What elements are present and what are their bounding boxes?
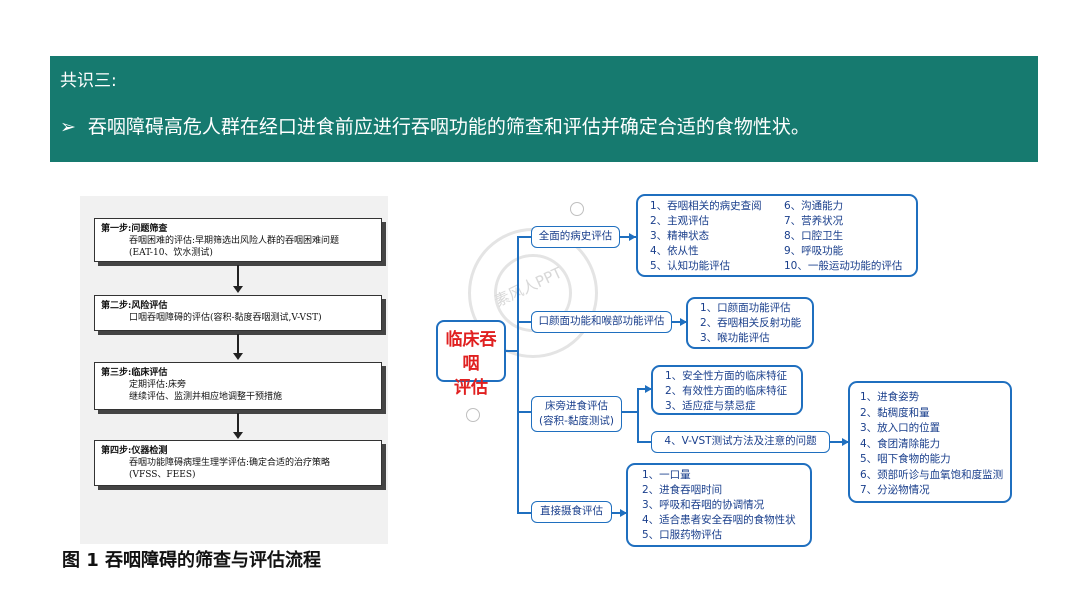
mindmap-root: 临床吞咽 评估	[436, 320, 506, 398]
flow-arrow-line	[237, 265, 239, 287]
vvst-label: 4、V-VST测试方法及注意的问题	[651, 431, 830, 453]
list-item: 7、分泌物情况	[860, 484, 930, 496]
branch-history-label: 全面的病史评估	[531, 226, 620, 248]
list-item: 2、黏稠度和量	[860, 406, 930, 419]
decor-circle-icon	[570, 202, 584, 216]
flow-step-title: 第一步:问题筛查	[101, 224, 168, 234]
list-item: 1、进食姿势	[860, 391, 920, 403]
list-item: 6、颈部听诊与血氧饱和度监测	[860, 468, 1004, 481]
banner-bullet: ➢ 吞咽障碍高危人群在经口进食前应进行吞咽功能的筛查和评估并确定合适的食物性状。	[60, 112, 810, 139]
flow-step-line: 定期评估:床旁	[129, 380, 187, 390]
connector	[830, 441, 848, 443]
branch-oral-label: 口颜面功能和喉部功能评估	[531, 311, 672, 333]
connector-arrow-icon	[620, 509, 627, 517]
list-item: 10、一般运动功能的评估	[784, 260, 903, 272]
list-item: 7、营养状况	[784, 215, 844, 227]
flow-arrow-head	[233, 353, 243, 360]
flow-arrow-line	[237, 413, 239, 433]
list-item: 4、食团清除能力	[860, 437, 941, 450]
root-line: 评估	[454, 378, 488, 398]
list-item: 3、喉功能评估	[700, 332, 770, 344]
list-item: 3、适应症与禁忌症	[665, 400, 756, 412]
oral-items-box: 1、口颜面功能评估 2、吞咽相关反射功能 3、喉功能评估	[686, 297, 814, 349]
connector	[517, 321, 531, 323]
list-item: 2、主观评估	[650, 215, 710, 227]
flow-step-line: 继续评估、监测并相应地调整干预措施	[129, 392, 283, 402]
connector	[517, 512, 531, 514]
arrow-bullet-icon: ➢	[60, 116, 76, 138]
list-item: 2、进食吞咽时间	[642, 484, 723, 496]
flow-step-line: 口咽吞咽障碍的评估(容积-黏度吞咽测试,V-VST)	[129, 313, 322, 323]
branch-direct-label: 直接摄食评估	[531, 501, 612, 523]
consensus-banner: 共识三: ➢ 吞咽障碍高危人群在经口进食前应进行吞咽功能的筛查和评估并确定合适的食…	[50, 56, 1038, 162]
list-item: 5、口服药物评估	[642, 529, 723, 541]
branch-bedside-label: 床旁进食评估 (容积-黏度测试)	[531, 396, 622, 432]
connector	[637, 441, 651, 443]
branch-bedside-line: (容积-黏度测试)	[539, 415, 614, 427]
flow-step-4: 第四步:仪器检测 吞咽功能障碍病理生理学评估:确定合适的治疗策略 (VFSS、F…	[94, 440, 382, 486]
connector-arrow-icon	[842, 438, 849, 446]
flow-step-2: 第二步:风险评估 口咽吞咽障碍的评估(容积-黏度吞咽测试,V-VST)	[94, 295, 382, 331]
connector	[517, 411, 531, 413]
decor-circle-icon	[466, 408, 480, 422]
direct-items-box: 1、一口量 2、进食吞咽时间 3、呼吸和吞咽的协调情况 4、适合患者安全吞咽的食…	[626, 463, 812, 547]
list-item: 3、放入口的位置	[860, 422, 941, 434]
list-item: 6、沟通能力	[784, 200, 844, 212]
flow-step-line: 吞咽功能障碍病理生理学评估:确定合适的治疗策略	[129, 458, 331, 468]
flow-arrow-head	[233, 432, 243, 439]
flow-step-title: 第二步:风险评估	[101, 301, 168, 311]
list-item: 3、呼吸和吞咽的协调情况	[642, 499, 765, 511]
connector	[517, 236, 519, 514]
list-item: 1、吞咽相关的病史查阅	[650, 200, 762, 212]
list-item: 2、吞咽相关反射功能	[700, 317, 802, 329]
flow-arrow-line	[237, 334, 239, 354]
list-item: 5、咽下食物的能力	[860, 453, 951, 465]
branch-bedside-line: 床旁进食评估	[545, 400, 608, 412]
vvst-items-box: 1、进食姿势 2、黏稠度和量 3、放入口的位置 4、食团清除能力 5、咽下食物的…	[848, 381, 1012, 503]
list-item: 1、安全性方面的临床特征	[665, 370, 788, 382]
connector	[637, 388, 651, 390]
flow-step-line: 吞咽困难的评估:早期筛选出风险人群的吞咽困难问题	[129, 236, 340, 246]
list-item: 2、有效性方面的临床特征	[665, 385, 788, 397]
banner-heading: 共识三:	[60, 71, 117, 91]
flow-step-line: (VFSS、FEES)	[129, 470, 196, 480]
connector-arrow-icon	[645, 385, 652, 393]
connector	[517, 236, 531, 238]
list-item: 9、呼吸功能	[784, 245, 844, 257]
figure-caption: 图 1 吞咽障碍的筛查与评估流程	[62, 550, 322, 571]
list-item: 8、口腔卫生	[784, 230, 844, 242]
connector-arrow-icon	[629, 233, 636, 241]
history-items-box: 1、吞咽相关的病史查阅 2、主观评估 3、精神状态 4、依从性 5、认知功能评估…	[636, 194, 918, 277]
connector	[612, 512, 626, 514]
list-item: 4、依从性	[650, 245, 699, 257]
flow-arrow-head	[233, 286, 243, 293]
connector	[637, 388, 639, 442]
bedside-items-box: 1、安全性方面的临床特征 2、有效性方面的临床特征 3、适应症与禁忌症	[651, 365, 803, 415]
root-line: 临床吞咽	[445, 330, 497, 374]
connector	[620, 236, 636, 238]
list-item: 5、认知功能评估	[650, 260, 731, 272]
list-item: 3、精神状态	[650, 230, 710, 242]
connector	[622, 411, 638, 413]
connector-arrow-icon	[680, 318, 687, 326]
flow-step-1: 第一步:问题筛查 吞咽困难的评估:早期筛选出风险人群的吞咽困难问题 (EAT-1…	[94, 218, 382, 262]
list-item: 1、一口量	[642, 469, 691, 481]
list-item: 1、口颜面功能评估	[700, 302, 791, 314]
connector	[506, 350, 518, 352]
screening-flowchart: 第一步:问题筛查 吞咽困难的评估:早期筛选出风险人群的吞咽困难问题 (EAT-1…	[80, 196, 388, 544]
flow-step-title: 第三步:临床评估	[101, 368, 168, 378]
flow-step-title: 第四步:仪器检测	[101, 446, 168, 456]
list-item: 4、适合患者安全吞咽的食物性状	[642, 514, 796, 526]
connector	[672, 321, 686, 323]
flow-step-3: 第三步:临床评估 定期评估:床旁 继续评估、监测并相应地调整干预措施	[94, 362, 382, 410]
banner-bullet-text: 吞咽障碍高危人群在经口进食前应进行吞咽功能的筛查和评估并确定合适的食物性状。	[87, 116, 810, 138]
flow-step-line: (EAT-10、饮水测试)	[129, 248, 213, 258]
